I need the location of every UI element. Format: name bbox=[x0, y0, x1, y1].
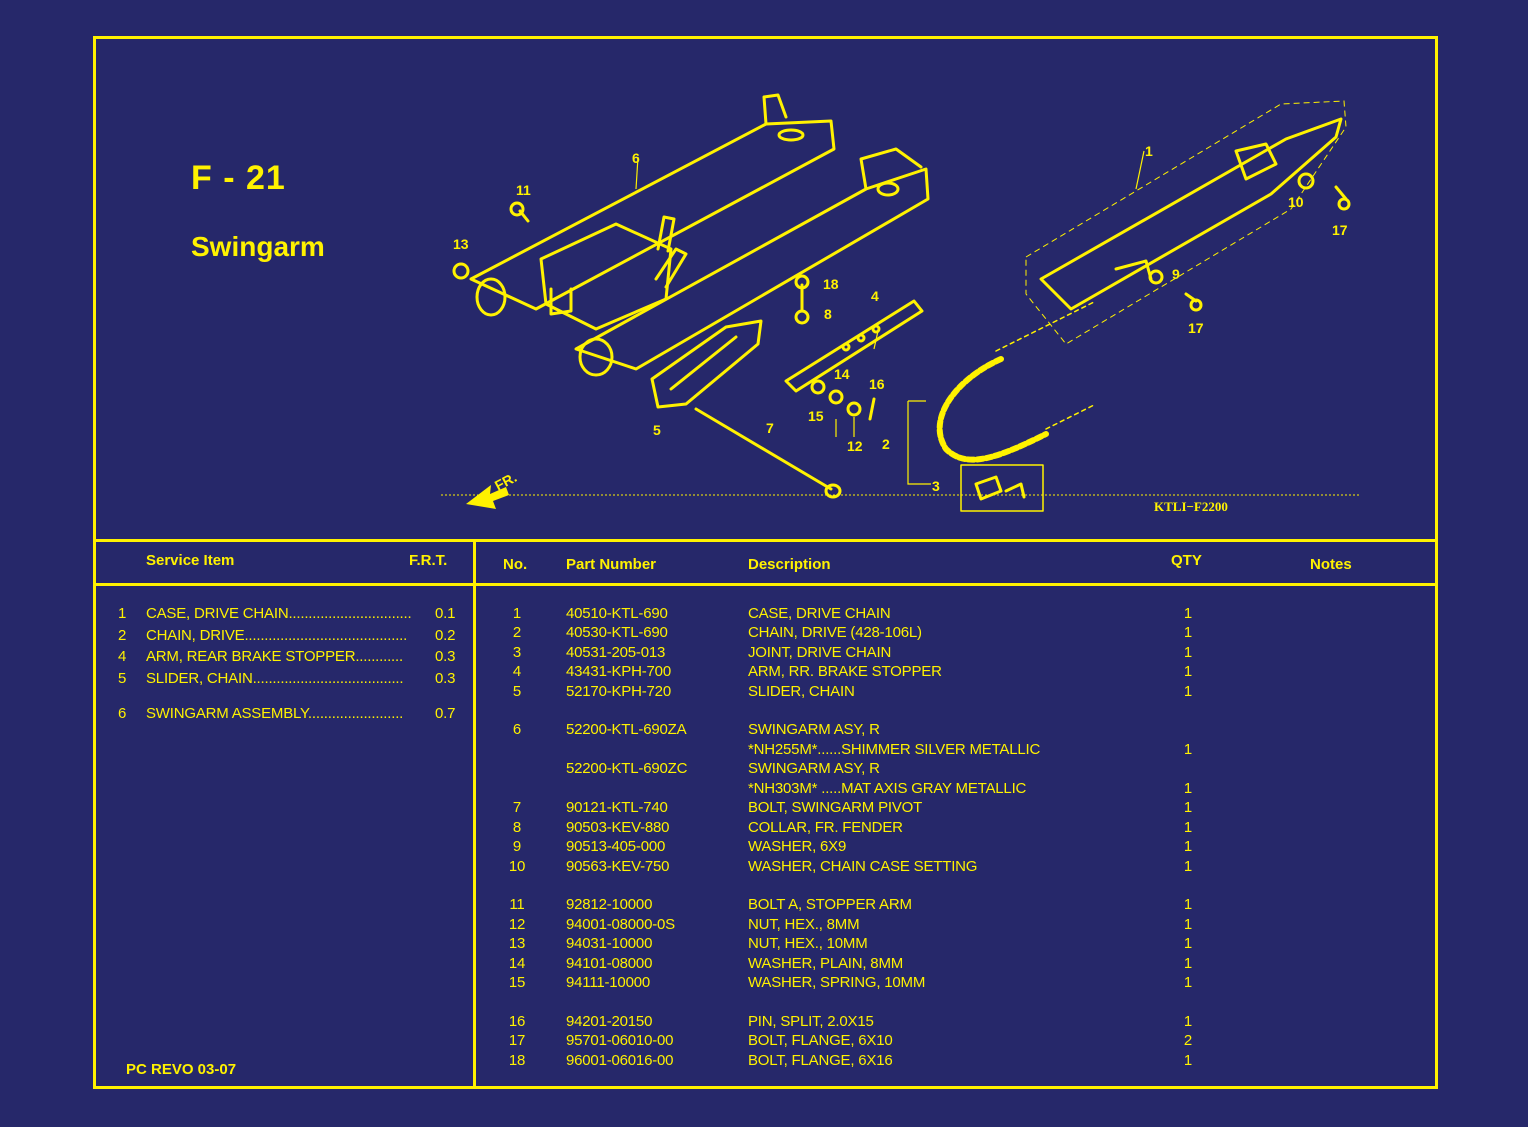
service-row: 2 CHAIN, DRIVE..........................… bbox=[118, 627, 456, 644]
callout-17-top: 17 bbox=[1332, 222, 1348, 238]
service-item-header: Service Item bbox=[146, 552, 235, 569]
chain-joint-box bbox=[960, 464, 1044, 512]
swingarm-lower-arm bbox=[574, 167, 930, 371]
drawing-reference: KTLI−F2200 bbox=[1154, 499, 1228, 514]
brake-stopper-arm bbox=[784, 299, 924, 393]
qty-header: QTY bbox=[1171, 552, 1202, 569]
description-header: Description bbox=[748, 556, 831, 573]
service-row: 6 SWINGARM ASSEMBLY.....................… bbox=[118, 705, 456, 722]
service-row: 4 ARM, REAR BRAKE STOPPER............ 0.… bbox=[118, 648, 456, 665]
callout-5: 5 bbox=[653, 422, 661, 438]
callout-15: 15 bbox=[808, 408, 824, 424]
drive-chain bbox=[936, 356, 1049, 463]
service-row: 5 SLIDER, CHAIN.........................… bbox=[118, 670, 456, 687]
callout-7: 7 bbox=[766, 420, 774, 436]
callout-2: 2 bbox=[882, 436, 890, 452]
swingarm-upper-arm bbox=[469, 119, 836, 311]
exploded-diagram: FR. KTLI−F2200 1 2 3 4 5 6 7 8 9 10 11 1… bbox=[441, 93, 1361, 514]
callout-13: 13 bbox=[453, 236, 469, 252]
callout-3: 3 bbox=[932, 478, 940, 494]
callout-8: 8 bbox=[824, 306, 832, 322]
front-label: FR. bbox=[492, 469, 519, 494]
callout-11: 11 bbox=[516, 182, 531, 198]
notes-header: Notes bbox=[1310, 556, 1352, 573]
figure-code: F - 21 bbox=[191, 159, 286, 197]
callout-10: 10 bbox=[1288, 194, 1304, 210]
callout-18: 18 bbox=[823, 276, 839, 292]
page-frame: F - 21 Swingarm bbox=[93, 36, 1438, 1089]
callout-4: 4 bbox=[871, 288, 879, 304]
front-arrow-icon bbox=[466, 485, 509, 509]
callout-6: 6 bbox=[632, 150, 640, 166]
table-divider bbox=[473, 539, 476, 1086]
callout-17-bottom: 17 bbox=[1188, 320, 1204, 336]
chain-case bbox=[1039, 117, 1343, 311]
frt-header: F.R.T. bbox=[409, 552, 448, 569]
pivot-bolt bbox=[694, 407, 833, 491]
callout-12: 12 bbox=[847, 438, 863, 454]
callout-14: 14 bbox=[834, 366, 850, 382]
callout-1: 1 bbox=[1145, 143, 1153, 159]
footer-model-code: PC REVO 03-07 bbox=[126, 1061, 237, 1078]
chain-slider bbox=[650, 319, 763, 409]
table-header-line bbox=[96, 583, 1435, 586]
service-row: 1 CASE, DRIVE CHAIN.....................… bbox=[118, 605, 456, 622]
no-header: No. bbox=[503, 556, 528, 573]
callout-9: 9 bbox=[1172, 266, 1180, 282]
part-number-header: Part Number bbox=[566, 556, 657, 573]
table-top-line bbox=[96, 539, 1435, 542]
callout-16: 16 bbox=[869, 376, 885, 392]
figure-name: Swingarm bbox=[191, 231, 325, 262]
